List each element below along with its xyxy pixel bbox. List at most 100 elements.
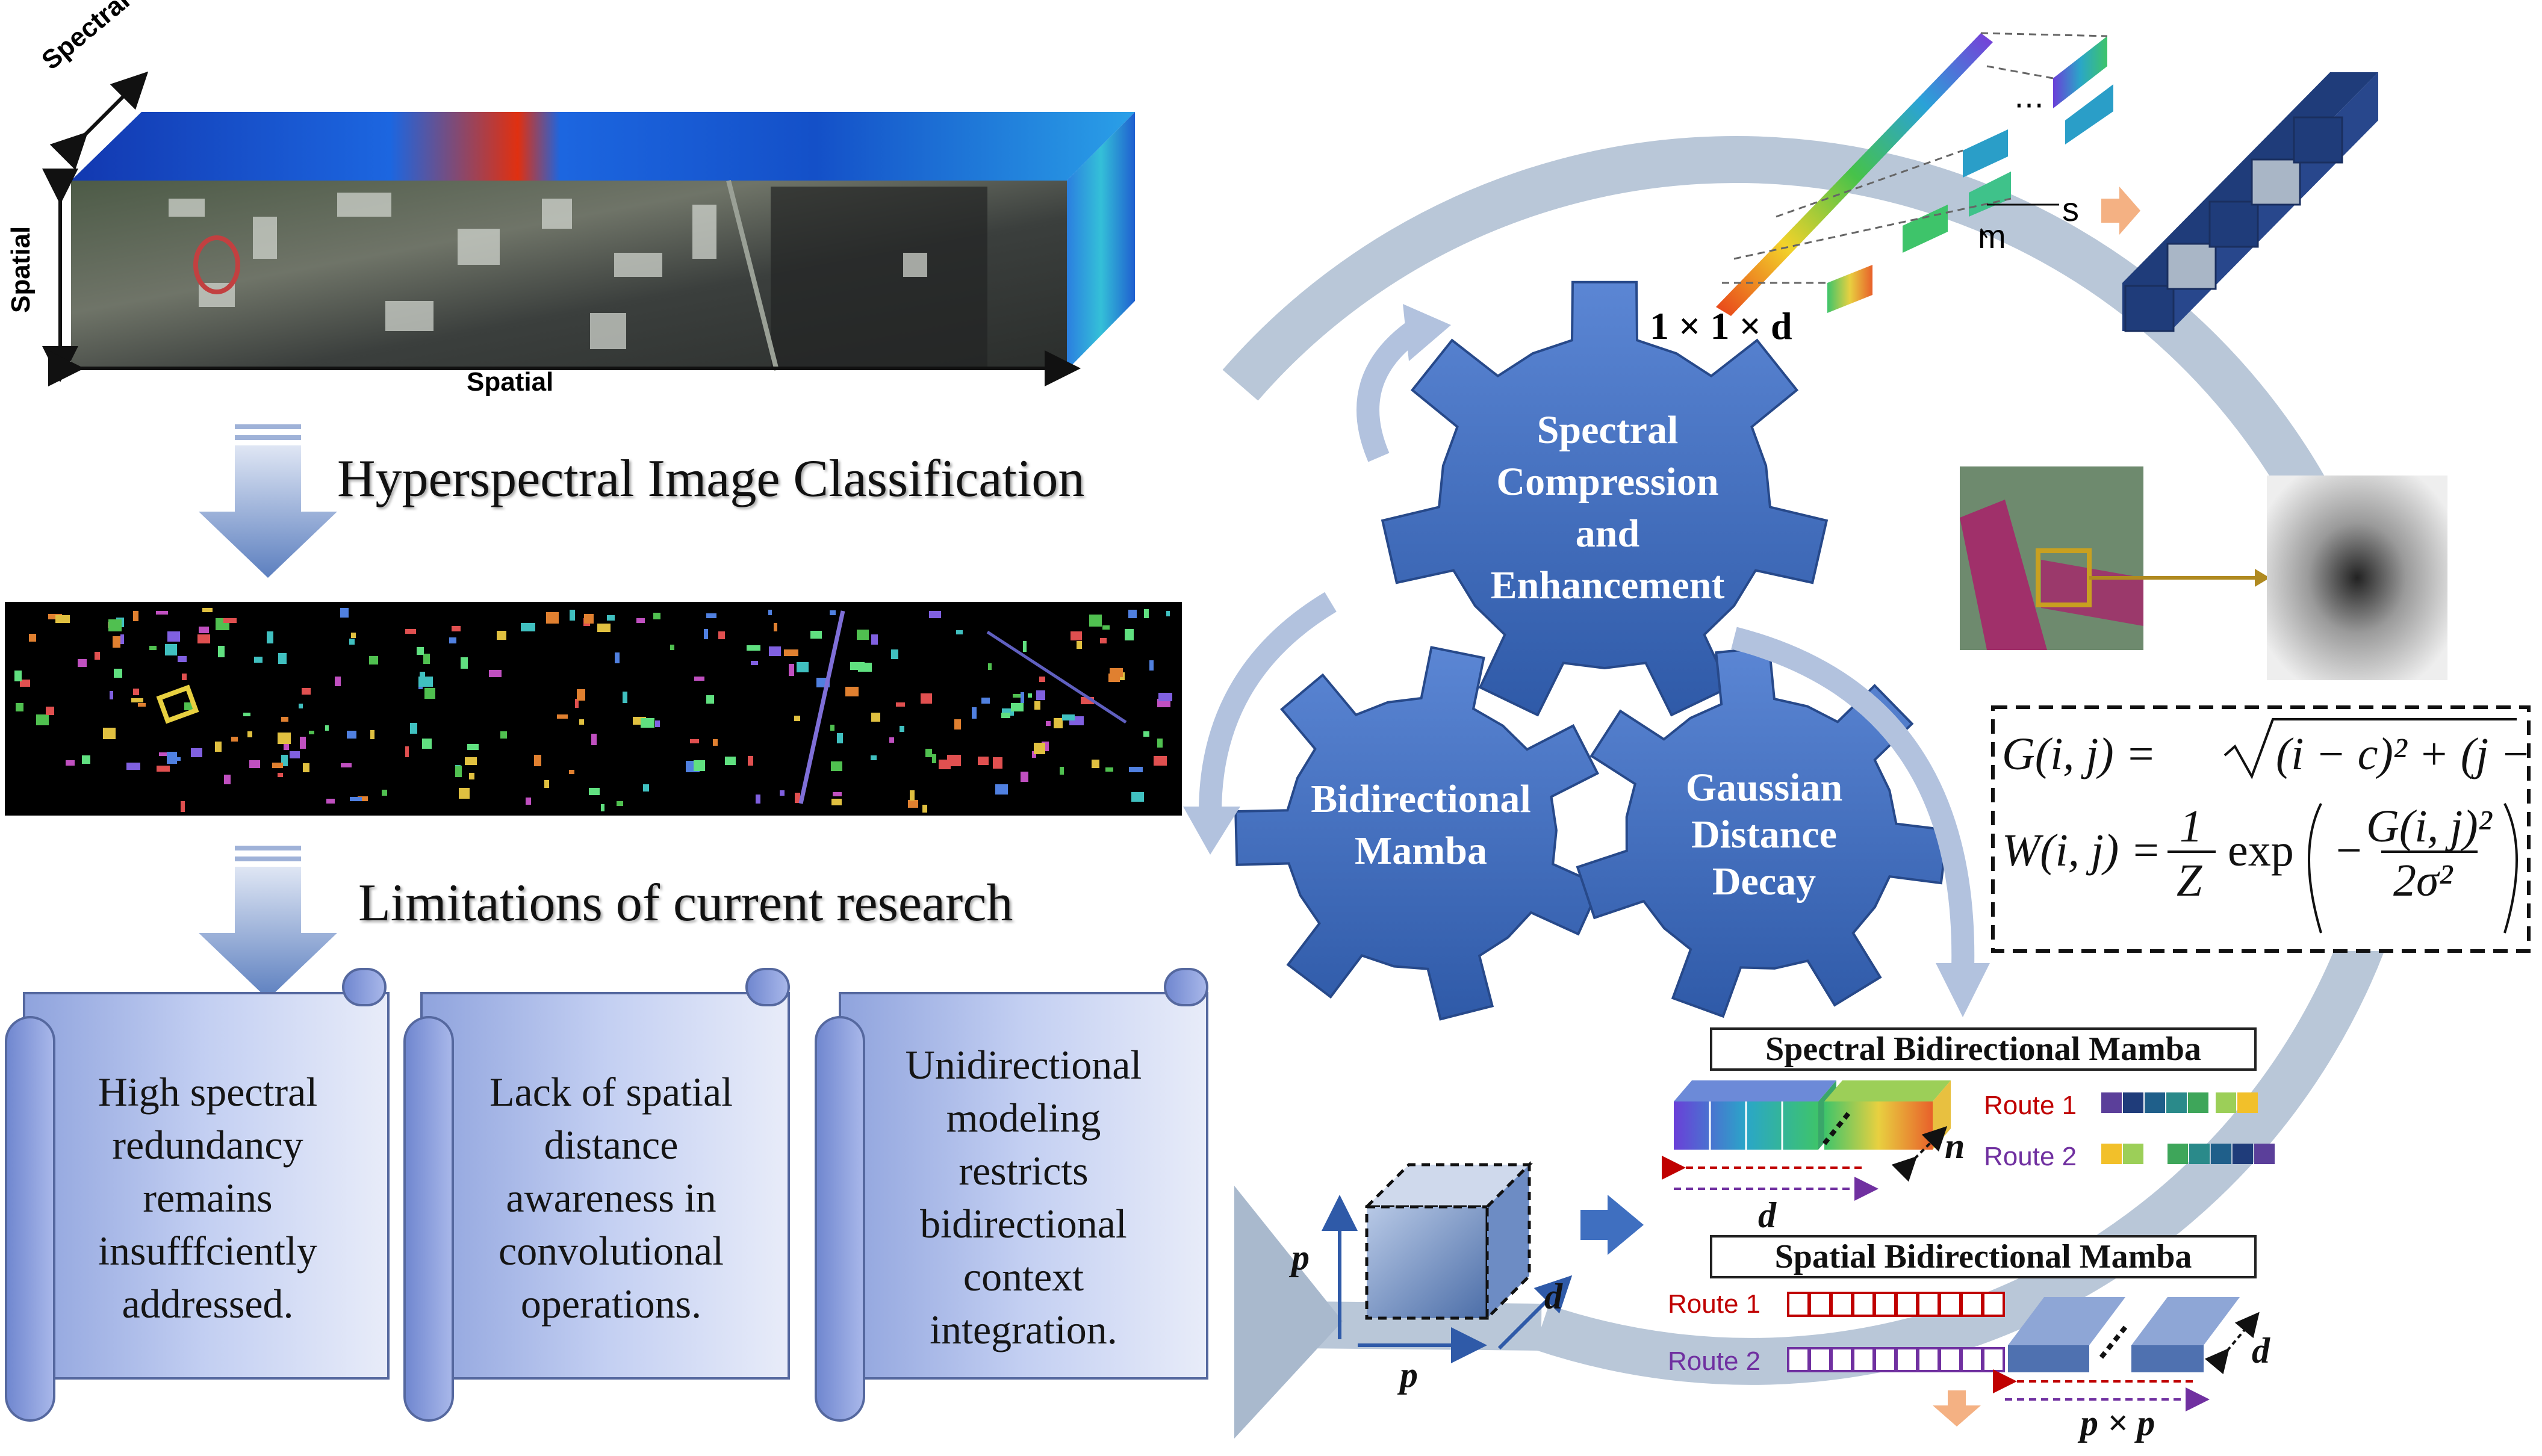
map-class-patch	[601, 804, 604, 811]
map-class-patch	[988, 663, 992, 670]
gear-gaussian-decay	[1576, 646, 1950, 1018]
spectral-route1-label: Route 1	[1984, 1091, 2077, 1120]
map-class-patch	[1054, 718, 1063, 728]
map-class-patch	[569, 770, 574, 774]
map-class-patch	[1039, 677, 1045, 682]
map-class-patch	[1158, 693, 1172, 701]
map-class-patch	[833, 792, 842, 796]
route1-token	[2237, 1092, 2258, 1113]
map-class-patch	[218, 646, 225, 657]
formula-g-lhs: G(i, j) =	[2002, 729, 2157, 779]
route1-token	[2216, 1092, 2236, 1113]
spectral-mamba-graphic	[1662, 1080, 2275, 1201]
map-class-patch	[797, 662, 809, 672]
map-class-patch	[751, 661, 758, 665]
map-class-patch	[932, 754, 936, 763]
map-class-patch	[925, 749, 932, 757]
map-class-patch	[575, 699, 579, 708]
map-class-patch	[181, 801, 185, 812]
map-class-patch	[309, 731, 314, 734]
s-label: s	[2062, 190, 2079, 228]
map-class-patch	[157, 766, 170, 772]
map-class-patch	[78, 659, 87, 667]
m-label: m	[1978, 217, 2006, 255]
feature-block	[2251, 158, 2301, 206]
map-class-patch	[82, 755, 90, 764]
map-class-patch	[335, 677, 341, 686]
map-class-patch	[120, 634, 124, 644]
map-class-patch	[747, 645, 760, 651]
map-class-patch	[1071, 631, 1082, 640]
map-class-patch	[889, 737, 894, 743]
map-class-patch	[159, 752, 172, 756]
map-class-patch	[350, 797, 362, 801]
map-class-patch	[978, 757, 989, 765]
feature-block	[2208, 200, 2259, 248]
map-class-patch	[615, 652, 620, 663]
spectral-d-label: d	[1758, 1195, 1776, 1235]
route2-cell	[1939, 1347, 1962, 1372]
map-class-patch	[769, 646, 781, 656]
map-class-patch	[1021, 772, 1028, 782]
map-class-patch	[126, 763, 140, 770]
route2-cell	[1852, 1347, 1875, 1372]
map-class-patch	[636, 618, 645, 623]
map-class-patch	[1100, 638, 1107, 643]
map-class-patch	[455, 766, 462, 777]
map-class-patch	[489, 670, 502, 677]
route2-token	[2189, 1144, 2210, 1164]
map-class-patch	[713, 739, 718, 746]
spatial-axis-label-left: Spatial	[6, 226, 36, 313]
map-class-patch	[1125, 629, 1134, 640]
map-class-patch	[908, 800, 918, 808]
map-class-patch	[461, 657, 468, 669]
map-class-patch	[570, 610, 575, 621]
limitation-scroll-2	[403, 968, 790, 1422]
map-class-patch	[641, 718, 654, 728]
map-class-patch	[623, 692, 627, 703]
map-class-patch	[1166, 611, 1170, 616]
formula-box	[1991, 705, 2531, 953]
formula-inner-num: G(i, j)²	[2366, 801, 2492, 852]
map-class-patch	[281, 717, 288, 722]
route1-cell	[1939, 1292, 1962, 1317]
route2-token	[2123, 1144, 2143, 1164]
map-class-patch	[577, 689, 585, 701]
map-class-patch	[133, 611, 138, 621]
map-class-patch	[1131, 792, 1144, 802]
map-class-patch	[182, 674, 187, 680]
map-class-patch	[278, 773, 283, 777]
map-class-patch	[223, 618, 237, 623]
map-class-patch	[1102, 625, 1110, 630]
route1-cell	[1809, 1292, 1832, 1317]
formula-w-den: Z	[2177, 855, 2202, 906]
map-class-patch	[449, 637, 456, 643]
map-class-patch	[497, 631, 506, 640]
map-class-patch	[981, 698, 990, 704]
map-class-patch	[302, 688, 311, 695]
spatial-mamba-graphic	[1787, 1292, 2260, 1411]
map-class-patch	[459, 788, 470, 799]
map-class-patch	[1108, 674, 1120, 682]
map-class-patch	[871, 755, 877, 760]
map-class-patch	[922, 805, 927, 813]
orange-arrow-down	[1933, 1390, 1981, 1427]
map-class-patch	[20, 680, 30, 687]
map-class-patch	[224, 775, 231, 784]
limitation-scroll-3	[815, 968, 1208, 1422]
map-class-patch	[272, 763, 283, 768]
map-class-patch	[995, 784, 1008, 795]
map-class-patch	[830, 610, 836, 615]
map-class-patch	[850, 662, 865, 670]
map-class-patch	[254, 657, 263, 663]
map-class-patch	[467, 744, 479, 750]
map-class-patch	[149, 646, 157, 650]
route2-cell	[1830, 1347, 1853, 1372]
map-class-patch	[417, 647, 424, 655]
map-class-patch	[191, 748, 202, 757]
spectral-route2-label: Route 2	[1984, 1142, 2077, 1171]
map-class-patch	[197, 634, 210, 643]
